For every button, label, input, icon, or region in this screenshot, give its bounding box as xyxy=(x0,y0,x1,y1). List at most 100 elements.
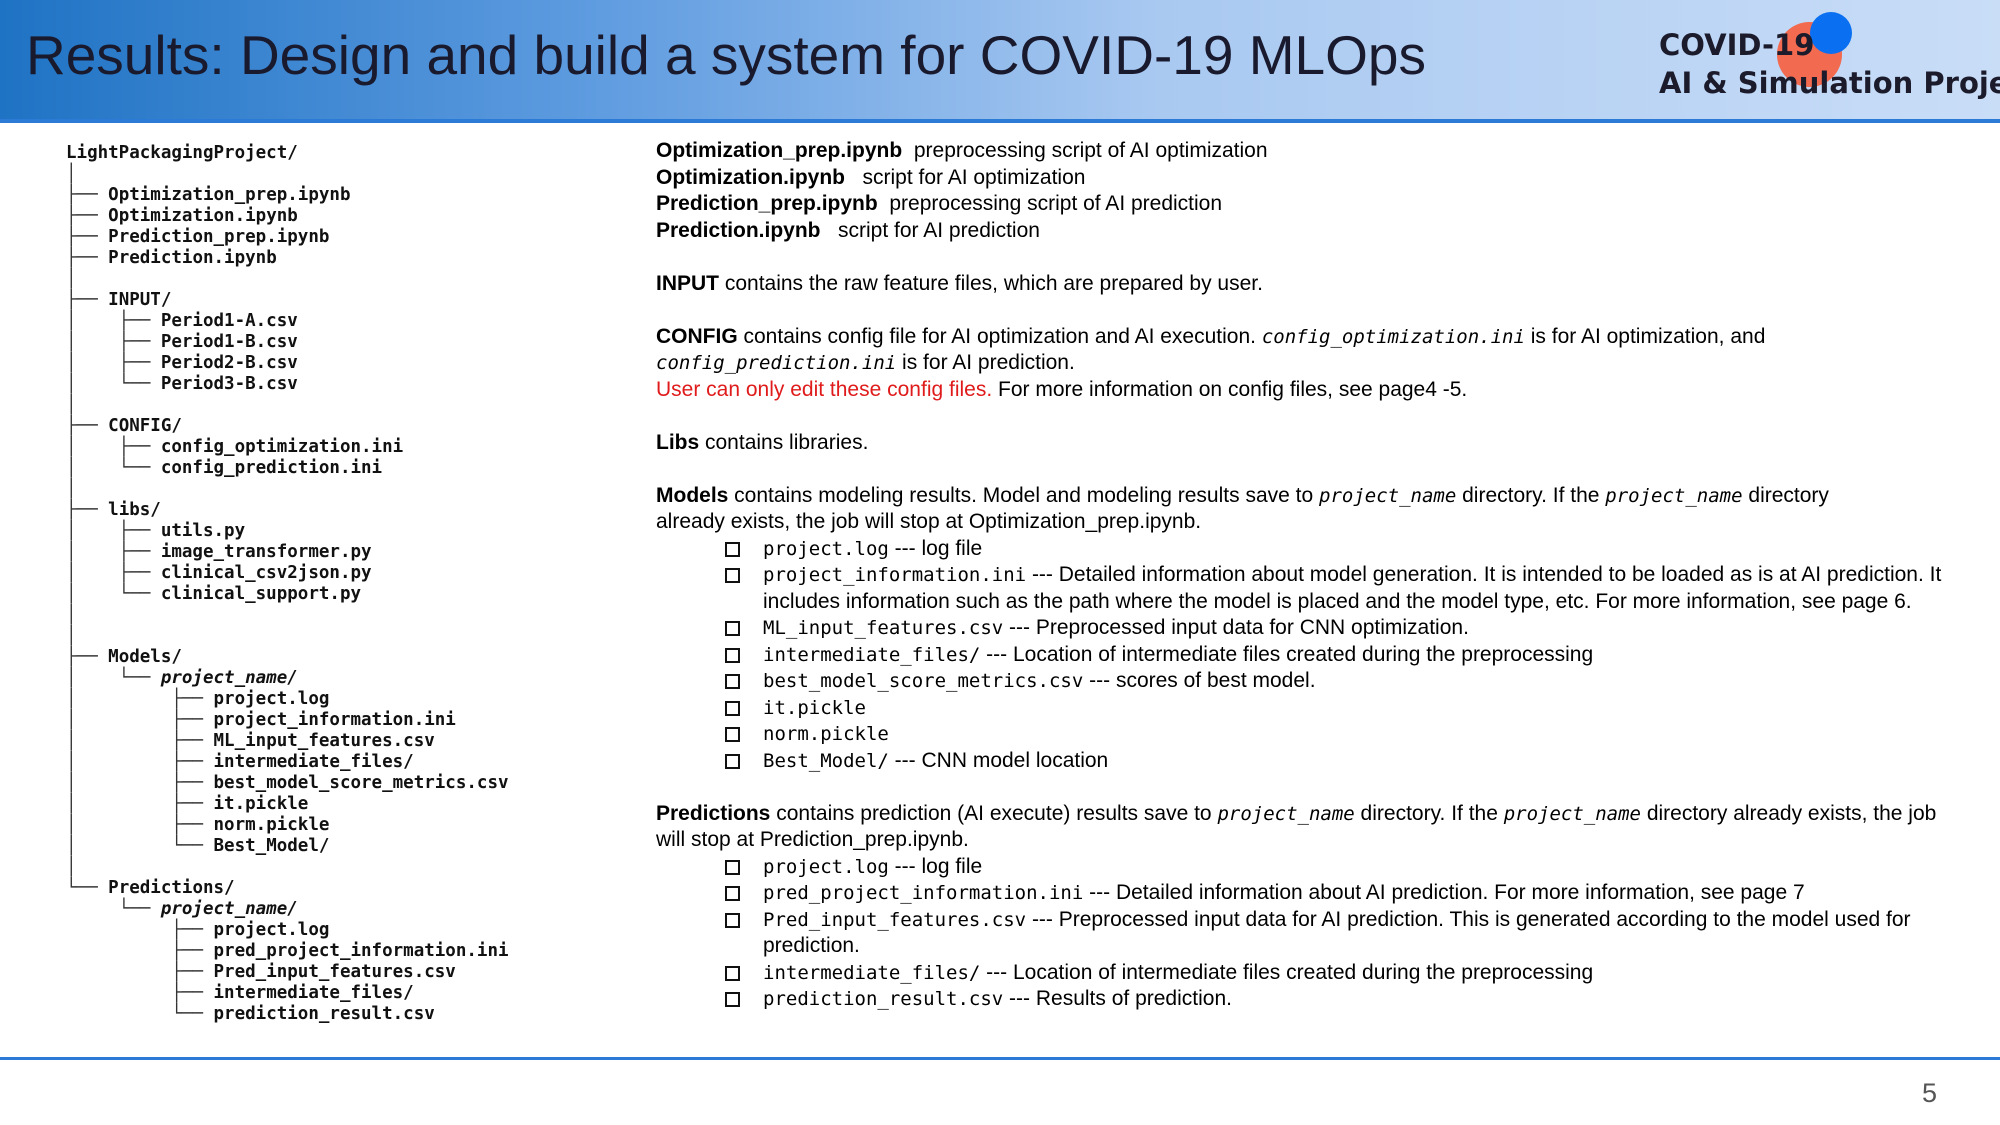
checkbox-bullet-icon xyxy=(725,700,740,716)
tree-guide: └── xyxy=(66,899,161,919)
config-label: CONFIG xyxy=(656,324,738,348)
checkbox-bullet-icon xyxy=(725,912,740,928)
slide-title: Results: Design and build a system for C… xyxy=(26,24,1427,86)
tree-guide: │ ├── xyxy=(66,311,161,331)
config-warning: User can only edit these config files. xyxy=(656,377,993,401)
script-list: Optimization_prep.ipynb preprocessing sc… xyxy=(656,138,1956,244)
tree-line: │ ├── ML_input_features.csv xyxy=(66,731,626,752)
tree-line: │ └── config_prediction.ini xyxy=(66,458,626,479)
libs-description: Libs contains libraries. xyxy=(656,430,1956,457)
script-entry: Prediction.ipynb script for AI predictio… xyxy=(656,218,1956,245)
tree-line: │ ├── best_model_score_metrics.csv xyxy=(66,773,626,794)
project-name-var: project_name xyxy=(1217,802,1355,825)
tree-node-name: project.log xyxy=(213,920,330,940)
tree-line: │ └── clinical_support.py xyxy=(66,584,626,605)
tree-line: ├── INPUT/ xyxy=(66,290,626,311)
tree-node-name: config_optimization.ini xyxy=(160,437,404,457)
predictions-description: Predictions contains prediction (AI exec… xyxy=(656,801,1956,1013)
file-list-item: project.log --- log file xyxy=(656,536,1956,563)
file-name: intermediate_files/ xyxy=(763,961,981,984)
file-list-item: project_information.ini --- Detailed inf… xyxy=(656,562,1956,615)
tree-guide: ├── xyxy=(66,290,109,310)
tree-guide: ├── xyxy=(66,920,214,940)
checkbox-bullet-icon xyxy=(725,727,740,742)
libs-text: contains libraries. xyxy=(699,430,869,454)
tree-line: └── Predictions/ xyxy=(66,878,626,899)
tree-node-name: CONFIG/ xyxy=(108,416,182,436)
file-name: best_model_score_metrics.csv xyxy=(763,670,1084,692)
tree-node-name: utils.py xyxy=(160,521,246,541)
tree-node-name: pred_project_information.ini xyxy=(213,941,509,961)
tree-node-name: Optimization_prep.ipynb xyxy=(108,185,351,205)
tree-node-name: Prediction.ipynb xyxy=(108,248,277,268)
tree-line: │ ├── utils.py xyxy=(66,521,626,542)
tree-guide: │ ├── xyxy=(66,437,161,457)
models-text: already exists, the job will stop at Opt… xyxy=(656,510,1202,533)
tree-guide: │ xyxy=(66,626,77,646)
checkbox-bullet-icon xyxy=(725,965,740,981)
project-name-var: project_name xyxy=(1503,802,1641,825)
predictions-text: contains prediction (AI execute) results… xyxy=(770,801,1218,825)
tree-line: │ ├── Period1-A.csv xyxy=(66,311,626,332)
file-desc: --- CNN model location xyxy=(888,748,1109,772)
file-list-item: ML_input_features.csv --- Preprocessed i… xyxy=(656,615,1956,642)
tree-line: ├── Prediction_prep.ipynb xyxy=(66,227,626,248)
tree-line: │ ├── clinical_csv2json.py xyxy=(66,563,626,584)
tree-line: ├── Models/ xyxy=(66,647,626,668)
tree-guide: │ ├── xyxy=(66,773,214,793)
checkbox-bullet-icon xyxy=(725,753,740,769)
predictions-label: Predictions xyxy=(656,801,771,825)
file-list-item: Pred_input_features.csv --- Preprocessed… xyxy=(656,907,1956,960)
tree-line: ├── Optimization.ipynb xyxy=(66,206,626,227)
tree-guide: │ └── xyxy=(66,374,161,394)
tree-line: │ ├── Period1-B.csv xyxy=(66,332,626,353)
checkbox-bullet-icon xyxy=(725,621,740,636)
tree-line: ├── CONFIG/ xyxy=(66,416,626,437)
page-number: 5 xyxy=(1922,1078,1938,1108)
tree-guide: ├── xyxy=(66,227,109,247)
tree-guide: └── xyxy=(66,878,109,898)
file-desc: --- Location of intermediate files creat… xyxy=(980,960,1594,984)
file-list-item: project.log --- log file xyxy=(656,854,1956,881)
tree-line: │ ├── project_information.ini xyxy=(66,710,626,731)
file-name: prediction_result.csv xyxy=(763,988,1004,1010)
file-name: ML_input_features.csv xyxy=(763,617,1004,639)
slide-header: Results: Design and build a system for C… xyxy=(0,0,2000,119)
tree-node-name: project.log xyxy=(213,689,330,709)
tree-line: │ ├── project.log xyxy=(66,689,626,710)
tree-line: │ ├── Period2-B.csv xyxy=(66,353,626,374)
predictions-text: directory already exists, the job will s… xyxy=(656,801,1937,852)
tree-line: └── prediction_result.csv xyxy=(66,1004,626,1025)
tree-line: │ xyxy=(66,605,626,626)
tree-guide: │ ├── xyxy=(66,710,214,730)
tree-guide: │ ├── xyxy=(66,689,214,709)
tree-node-name: prediction_result.csv xyxy=(213,1004,435,1024)
tree-line: ├── libs/ xyxy=(66,500,626,521)
checkbox-bullet-icon xyxy=(725,674,740,689)
tree-line: │ ├── config_optimization.ini xyxy=(66,437,626,458)
tree-guide: │ xyxy=(66,164,77,184)
tree-node-name: norm.pickle xyxy=(213,815,330,835)
tree-node-name: Period1-A.csv xyxy=(160,311,298,331)
tree-guide: │ xyxy=(66,269,77,289)
script-entry: Optimization_prep.ipynb preprocessing sc… xyxy=(656,138,1956,165)
tree-node-name: Period1-B.csv xyxy=(160,332,298,352)
logo-text-line2: AI & Simulation Project xyxy=(1659,66,2000,100)
file-name: Pred_input_features.csv xyxy=(763,908,1027,931)
tree-node-name: Pred_input_features.csv xyxy=(213,962,456,982)
tree-line: │ └── Best_Model/ xyxy=(66,836,626,857)
tree-guide: ├── xyxy=(66,416,109,436)
tree-node-name: Predictions/ xyxy=(108,878,235,898)
tree-guide: │ xyxy=(66,479,77,499)
config-text: is for AI prediction. xyxy=(896,351,1075,374)
header-divider xyxy=(0,119,2000,123)
tree-guide: │ ├── xyxy=(66,794,214,814)
tree-guide: ├── xyxy=(66,500,109,520)
tree-node-name: Period2-B.csv xyxy=(160,353,298,373)
file-name: it.pickle xyxy=(763,696,866,719)
libs-label: Libs xyxy=(656,430,700,454)
script-name: Prediction.ipynb xyxy=(656,218,821,242)
config-text: contains config file for AI optimization… xyxy=(737,324,1262,348)
tree-node-name: intermediate_files/ xyxy=(213,752,414,772)
